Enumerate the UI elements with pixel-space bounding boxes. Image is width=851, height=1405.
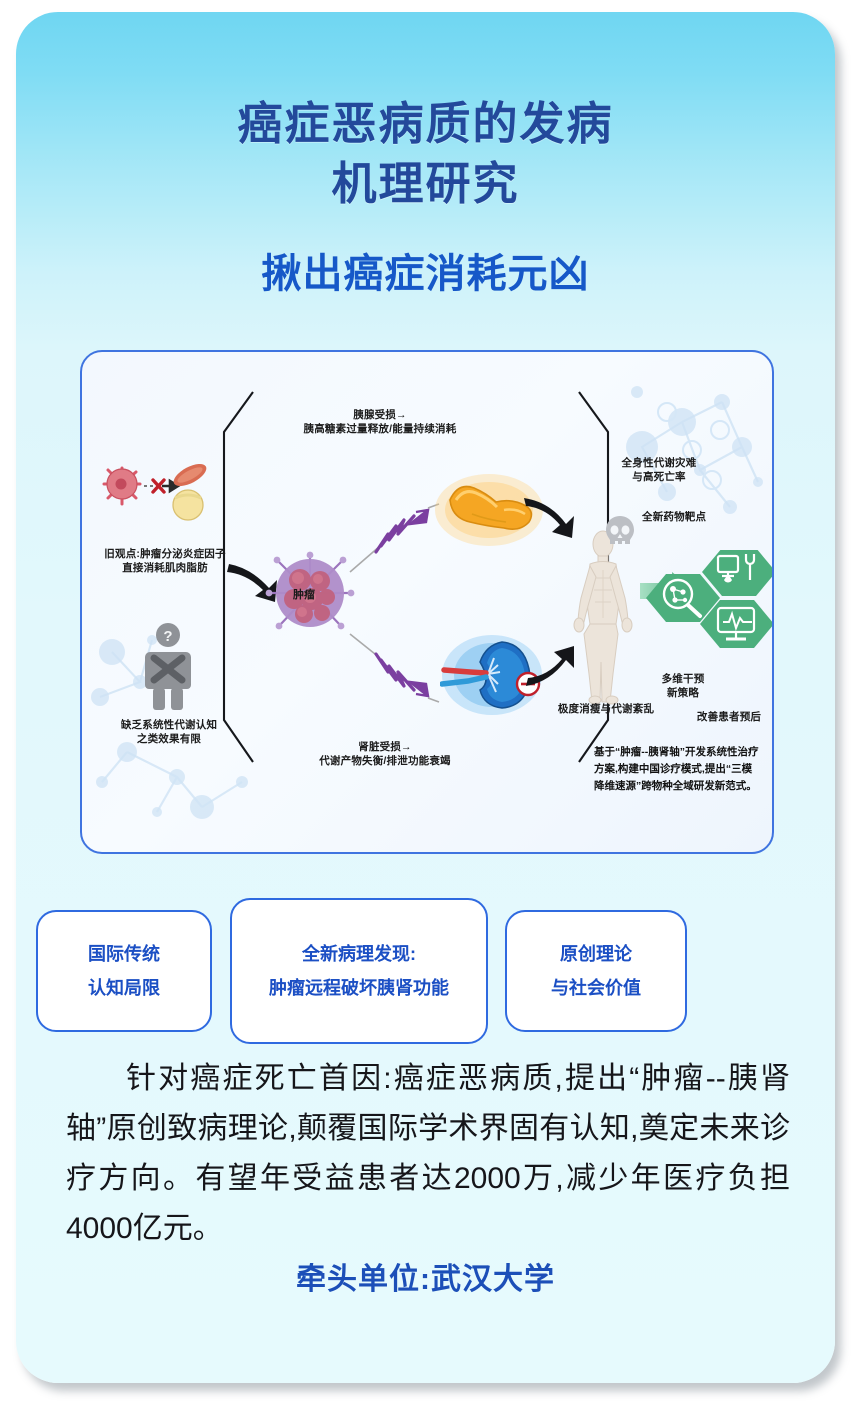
old-view-label: 旧观点:肿瘤分泌炎症因子 直接消耗肌肉脂肪: [104, 548, 226, 574]
solution-hexagons-icons: [646, 550, 772, 648]
lead-unit-label: 牵头单位:武汉大学: [296, 1263, 555, 1296]
mechanism-diagram-panel: 旧观点:肿瘤分泌炎症因子 直接消耗肌肉脂肪 ? 缺乏系统性代谢认知 之类效果有限…: [80, 350, 774, 854]
arrow-pancreas-to-body-icon: [524, 498, 574, 538]
extreme-wasting-label: 极度消瘦与代谢紊乱: [557, 703, 655, 715]
molecule-search-hexagon-icon: [646, 574, 720, 622]
feature-card-1-line2: 认知局限: [88, 978, 160, 998]
emaciated-human-body-icon: [573, 530, 633, 705]
new-drug-target-label: 全新药物靶点: [642, 511, 707, 523]
kidney-damage-label: 肾脏受损→ 代谢产物失衡/排泄功能衰竭: [319, 741, 451, 767]
multi-intervention-label: 多维干预 新策略: [661, 673, 705, 699]
feature-card-3[interactable]: 原创理论 与社会价值: [505, 910, 687, 1032]
systemic-disaster-label: 全身性代谢灾难 与高死亡率: [621, 457, 697, 483]
ecg-monitor-hexagon-icon: [700, 600, 772, 648]
fat-cell-icon: [172, 489, 204, 521]
inflammatory-cell-icon: [102, 466, 142, 506]
feature-card-1[interactable]: 国际传统 认知局限: [36, 910, 212, 1032]
poster-title: 癌症恶病质的发病 机理研究: [16, 94, 835, 214]
feature-cards-row: 国际传统 认知局限 全新病理发现: 肿瘤远程破坏胰肾功能 原创理论 与社会价值: [16, 892, 835, 1044]
feature-card-1-line1: 国际传统: [88, 944, 160, 964]
svg-text:?: ?: [163, 628, 172, 645]
poster-subtitle: 揪出癌症消耗元凶: [261, 252, 590, 296]
feature-card-3-line1: 原创理论: [560, 944, 632, 964]
blocked-arrow-icon: [144, 478, 181, 494]
left-bracket-line: [222, 391, 254, 763]
zigzag-arrow-to-pancreas-icon: [349, 503, 440, 573]
old-view-illustration: [102, 463, 207, 521]
arrow-kidney-to-body-icon: [526, 646, 574, 686]
title-line-1: 癌症恶病质的发病: [237, 98, 614, 149]
summary-paragraph: 针对癌症死亡首因:癌症恶病质,提出“肿瘤--胰肾轴”原创致病理论,颠覆国际学术界…: [66, 1062, 790, 1245]
zigzag-arrow-to-kidney-icon: [349, 633, 440, 703]
muscle-fiber-icon: [173, 463, 207, 487]
person-no-knowledge-icon: ?: [145, 623, 191, 710]
arrow-into-tumor-icon: [227, 564, 277, 602]
skull-icon: [606, 516, 634, 544]
medical-device-hexagon-icon: [702, 550, 772, 596]
conclusion-paragraph: 基于“肿瘤--胰肾轴”开发系统性治疗方案,构建中国诊疗模式,提出“三模降维速源”…: [594, 746, 759, 792]
feature-card-2-line1: 全新病理发现:: [302, 944, 416, 964]
lack-cognition-label: 缺乏系统性代谢认知 之类效果有限: [120, 719, 218, 745]
tumor-cell-icon: [265, 551, 355, 630]
improve-prognosis-label: 改善患者预后: [696, 711, 762, 723]
tumor-label: 肿瘤: [293, 589, 315, 601]
feature-card-3-line2: 与社会价值: [551, 978, 641, 998]
feature-card-2-line2: 肿瘤远程破坏胰肾功能: [269, 978, 449, 998]
pancreas-damage-label: 胰腺受损→ 胰高糖素过量释放/能量持续消耗: [303, 409, 457, 435]
kidney-icon: [440, 635, 542, 715]
feature-card-2[interactable]: 全新病理发现: 肿瘤远程破坏胰肾功能: [230, 898, 488, 1044]
poster-card: 癌症恶病质的发病 机理研究 揪出癌症消耗元凶: [16, 12, 835, 1383]
title-line-2: 机理研究: [331, 158, 520, 209]
pancreas-icon: [435, 474, 543, 546]
